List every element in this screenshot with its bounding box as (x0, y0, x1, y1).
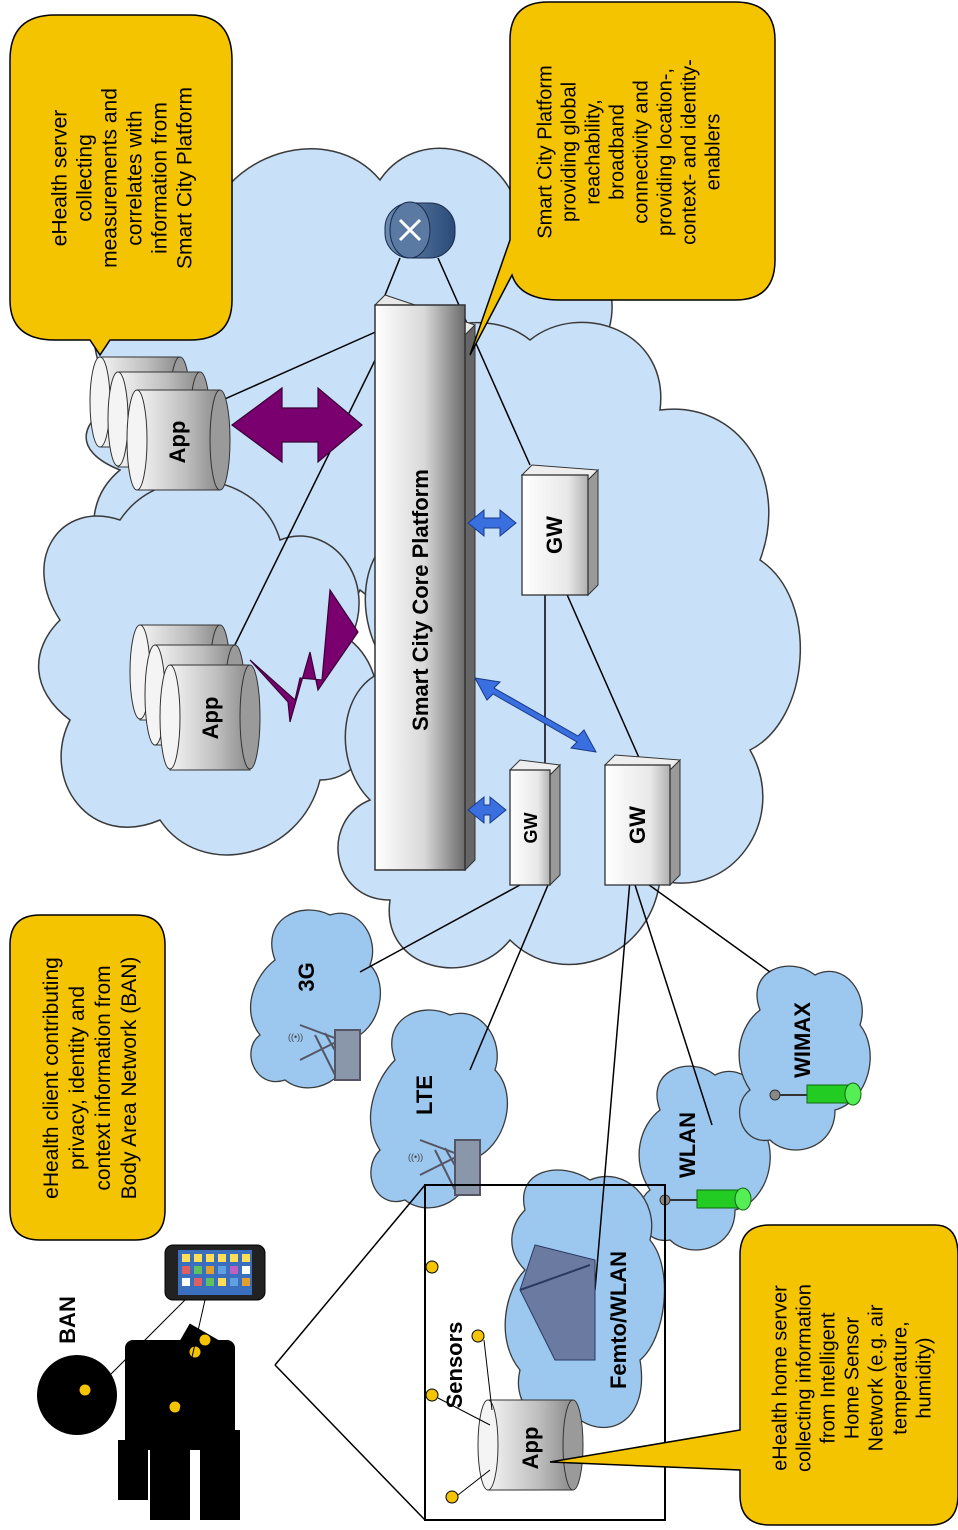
core-platform-label: Smart City Core Platform (408, 469, 433, 731)
callout-line: humidity) (913, 1337, 935, 1418)
purple-arrow-lower (249, 588, 359, 723)
wlan-antenna-icon (659, 1187, 752, 1211)
home-sensor-network (274, 1184, 666, 1521)
network-wlan-label: WLAN (675, 1112, 700, 1178)
callout-line: Network (e.g. air (865, 1304, 887, 1451)
callout-line: providing location-, (654, 68, 676, 236)
callout-line: enablers (702, 114, 724, 191)
ban-link-line (89, 1299, 186, 1396)
cell-tower-3g-icon: ((•)) (288, 1024, 361, 1081)
network-lte-label: LTE (412, 1075, 437, 1115)
gateway-3 (603, 754, 682, 887)
person-silhouette (37, 1323, 240, 1520)
purple-arrow-upper (230, 386, 363, 464)
callout-line: context information from (92, 965, 115, 1190)
callout-line: from Intelligent (817, 1312, 839, 1444)
callout-line: reachability, (582, 99, 604, 204)
svg-text:((•)): ((•)) (408, 1152, 423, 1162)
femto-wlan-label: Femto/WLAN (606, 1251, 631, 1389)
callout-line: collecting information (793, 1284, 815, 1472)
svg-text:((•)): ((•)) (288, 1032, 303, 1042)
callout-ehealth-server-text: eHealth servercollectingmeasurements and… (48, 87, 196, 269)
gateway-1-label: GW (542, 516, 567, 554)
blue-arrow-diagonal (474, 677, 597, 753)
home-app-label: App (518, 1427, 543, 1470)
callout-line: Smart City Platform (173, 87, 196, 269)
connection-lines (199, 257, 771, 1291)
sensors-label: Sensors (442, 1322, 467, 1409)
app-2-label: App (198, 697, 223, 740)
callout-line: information from (148, 102, 171, 254)
gateway-1 (520, 464, 600, 597)
gateway-2 (508, 759, 562, 887)
callout-line: Smart City Platform (534, 65, 556, 238)
ban-link-line-2 (179, 1299, 206, 1411)
callout-line: collecting (73, 134, 96, 222)
femto-router-icon (519, 1244, 596, 1361)
smartphone-icon (164, 1244, 266, 1301)
callout-line: broadband (606, 104, 628, 200)
callout-line: eHealth server (48, 110, 71, 247)
callout-ehealth-server (9, 14, 233, 357)
ban-label: BAN (55, 1296, 80, 1344)
gateway-3-label: GW (625, 806, 650, 844)
core-platform (374, 294, 476, 872)
router-icon (384, 201, 456, 259)
cloud-wimax (738, 965, 871, 1151)
sensor-dots (425, 1260, 485, 1504)
app-cluster-1 (89, 356, 231, 491)
network-wimax-label: WIMAX (790, 1002, 815, 1078)
wimax-antenna-icon (769, 1082, 862, 1106)
gateway-2-label: GW (521, 812, 541, 843)
network-3g-label: 3G (294, 962, 319, 991)
blue-arrow-gw2 (467, 795, 507, 825)
cloud-lte (369, 1009, 509, 1209)
callout-ehealth-client (9, 914, 166, 1241)
app-1-label: App (165, 421, 190, 464)
app-cluster-2 (129, 624, 261, 771)
callout-line: eHealth home server (769, 1285, 791, 1471)
callout-line: temperature, (889, 1321, 911, 1434)
callout-smart-city-platform (469, 1, 776, 356)
callout-line: correlates with (123, 110, 146, 245)
home-app-cylinder (477, 1399, 584, 1491)
callout-line: privacy, identity and (66, 986, 89, 1170)
callout-line: Body Area Network (BAN) (118, 957, 141, 1200)
blue-arrow-gw1 (467, 508, 517, 538)
callout-line: Home Sensor (841, 1317, 863, 1440)
callout-line: connectivity and (630, 80, 652, 223)
callout-line: providing global (558, 82, 580, 222)
callout-line: context- and identity- (678, 59, 700, 245)
callout-line: eHealth client contributing (40, 957, 63, 1199)
callout-line: measurements and (98, 88, 121, 268)
